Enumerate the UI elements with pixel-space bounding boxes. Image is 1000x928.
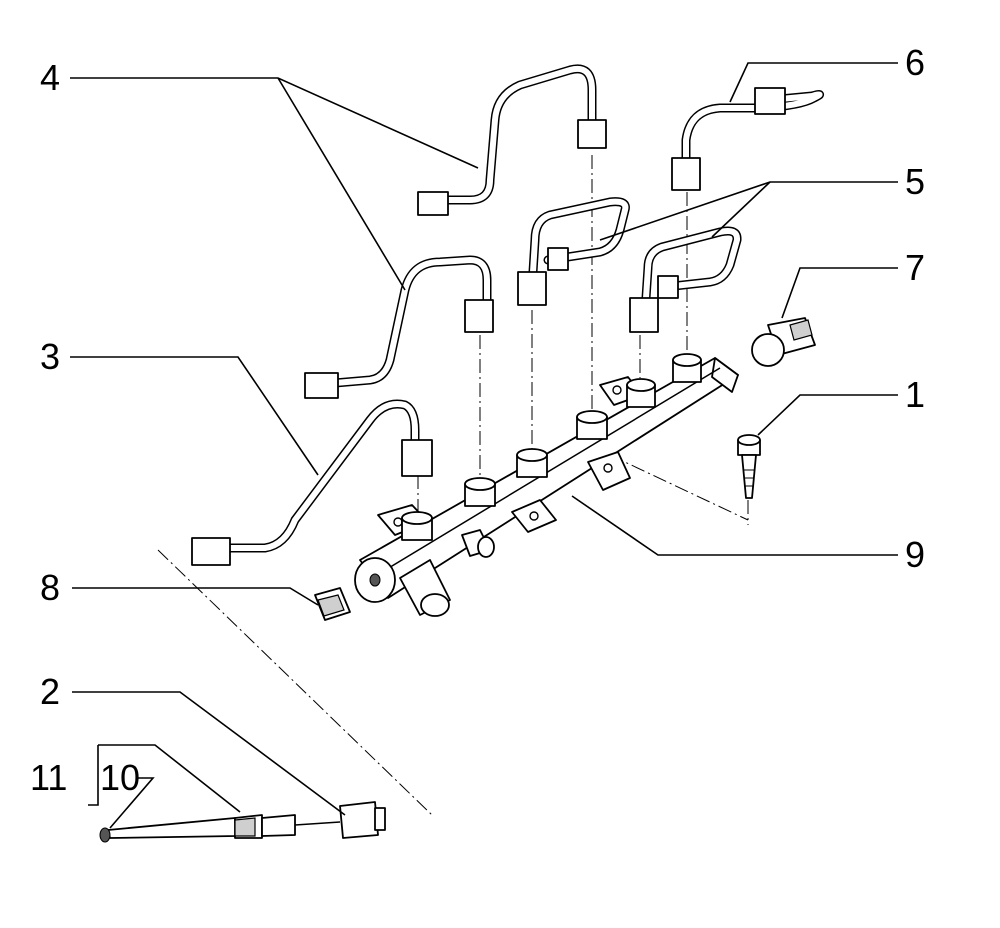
rail-plug — [314, 587, 351, 621]
injector-pipe-lower — [191, 399, 433, 566]
callout-11: 11 — [30, 757, 67, 798]
fuel-rail — [354, 353, 739, 617]
injector-pipe-loop-right — [629, 226, 742, 333]
callout-2: 2 — [40, 671, 60, 712]
injector-pipe-middle — [304, 255, 494, 399]
injector-pipe-upper-right — [671, 87, 824, 191]
callout-8: 8 — [40, 567, 60, 608]
callout-7: 7 — [905, 247, 925, 288]
callout-6: 6 — [905, 42, 925, 83]
injector-pipe-loop-left — [517, 197, 630, 306]
pressure-sensor — [751, 317, 816, 367]
callout-labels: 4 6 5 7 3 1 9 8 2 11 10 — [30, 42, 925, 798]
callout-3: 3 — [40, 336, 60, 377]
callout-5: 5 — [905, 161, 925, 202]
mounting-bolt — [737, 434, 761, 499]
leader-lines — [70, 62, 898, 829]
callout-1: 1 — [905, 374, 925, 415]
assembly-axis-lines — [157, 155, 749, 816]
callout-9: 9 — [905, 534, 925, 575]
callout-4: 4 — [40, 57, 60, 98]
callout-10: 10 — [100, 757, 140, 798]
injector-pipe-upper — [417, 64, 607, 216]
pressure-valve-assembly — [99, 801, 386, 843]
